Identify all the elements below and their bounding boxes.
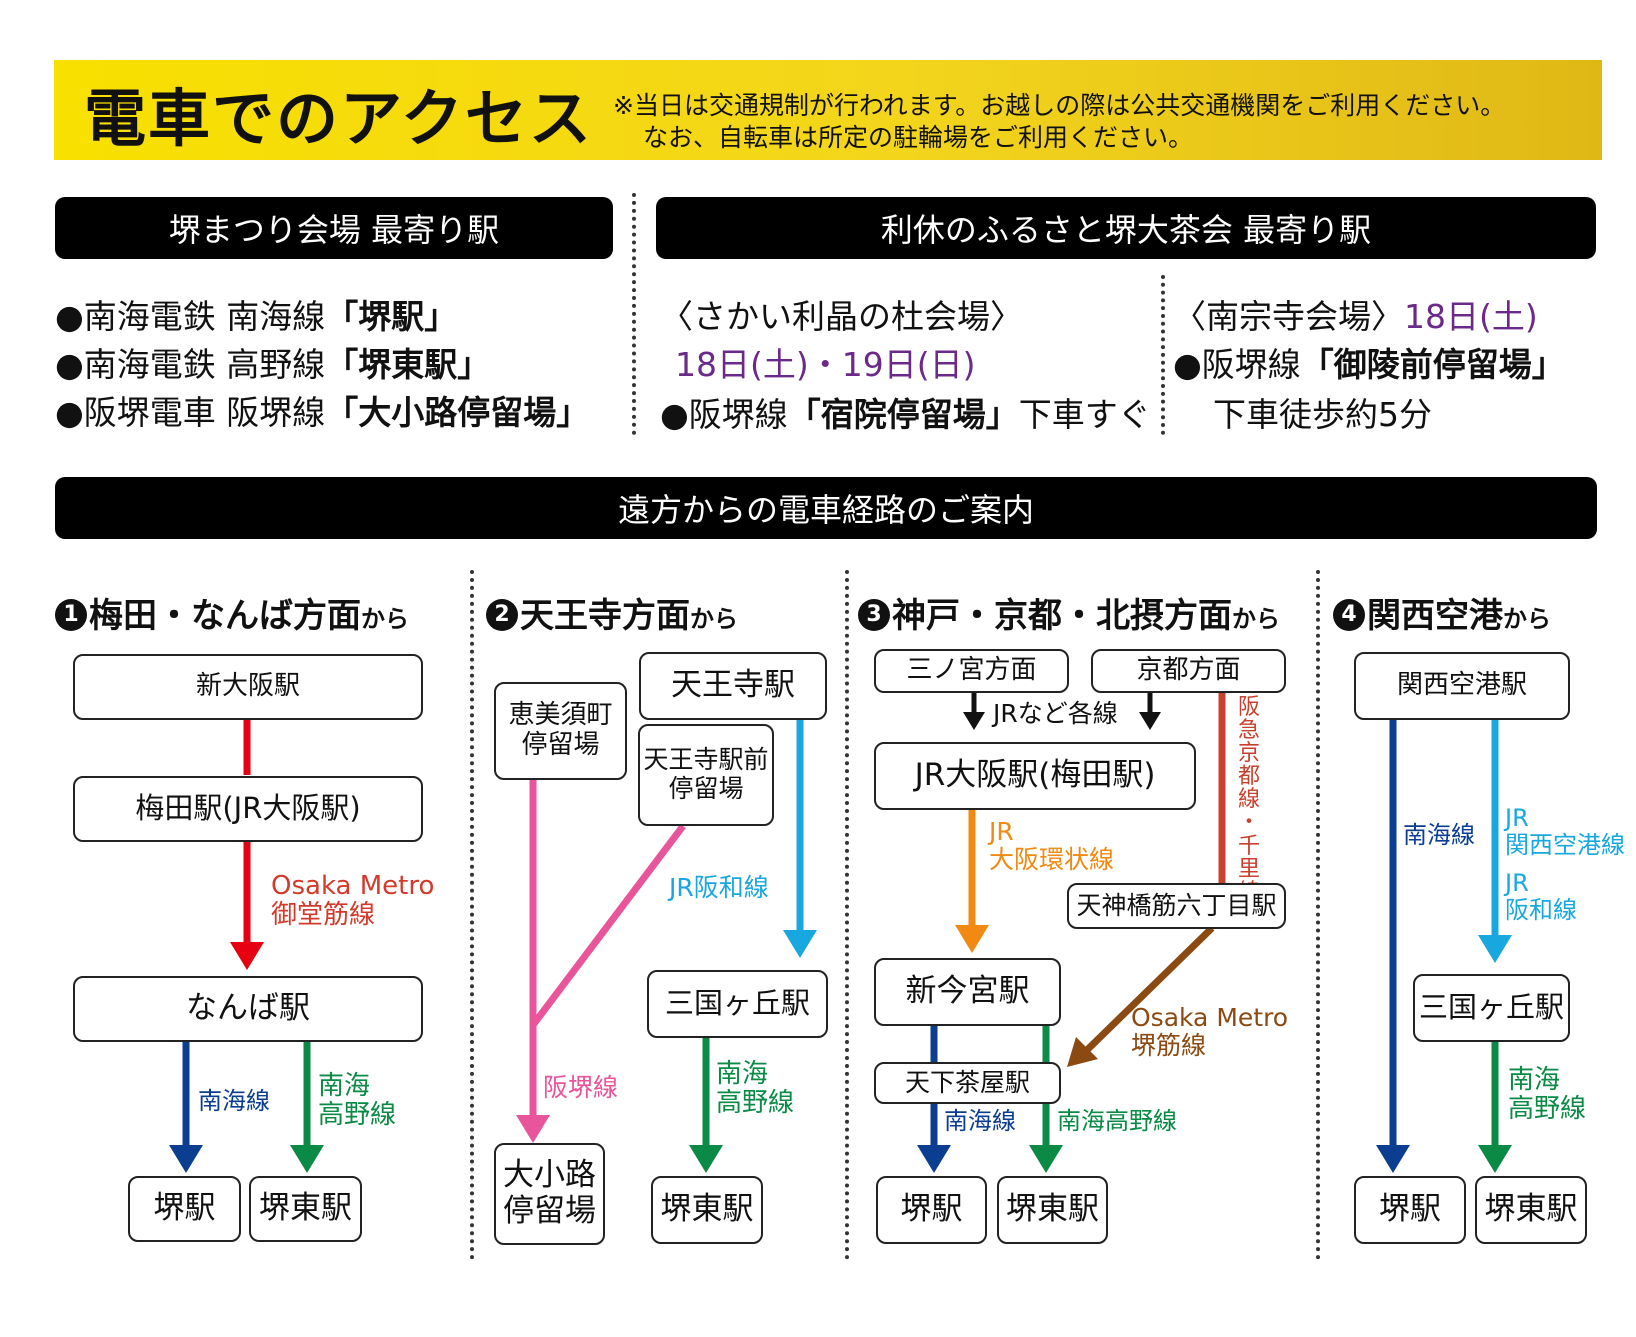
- label-koya-line: 南海高野線: [318, 1071, 397, 1131]
- direction-kyoto: 京都方面: [1091, 649, 1286, 693]
- arrow-koya-2: [689, 1145, 723, 1173]
- venue-nanshuji-access: ●阪堺線「御陵前停留場」: [1173, 345, 1565, 384]
- venue-risho-dates: 18日(土)・19日(日): [675, 345, 976, 384]
- nearest-station-item: ●南海電鉄 高野線「堺東駅」: [55, 345, 491, 384]
- label-hanwa-line: JR阪和線: [669, 873, 769, 902]
- dotted-divider: [632, 193, 636, 435]
- station-mikunigaoka: 三国ヶ丘駅: [647, 970, 828, 1038]
- arrow-hanwa-2: [783, 930, 817, 958]
- station-mikunigaoka: 三国ヶ丘駅: [1413, 974, 1570, 1042]
- arrow-hankai: [516, 1115, 550, 1143]
- line-sakaisuji: [1084, 925, 1215, 1053]
- station-shin-imamiya: 新今宮駅: [874, 958, 1061, 1026]
- station-ebisucho: 恵美須町停留場: [494, 682, 627, 780]
- label-koya-line: 南海高野線: [1057, 1107, 1177, 1135]
- dotted-divider: [470, 570, 474, 1260]
- station-sakaihigashi: 堺東駅: [997, 1176, 1108, 1244]
- arrow-nankai-1: [169, 1145, 203, 1173]
- venue-risho-access: ●阪堺線「宿院停留場」下車すぐ: [660, 395, 1151, 434]
- arrow-midosuji: [230, 942, 264, 970]
- station-sakaihigashi: 堺東駅: [1475, 1176, 1587, 1244]
- arrow-koya-4: [1478, 1145, 1512, 1173]
- arrow-jr-4: [1478, 935, 1512, 963]
- page-title: 電車でのアクセス: [84, 82, 593, 155]
- station-sakai: 堺駅: [1354, 1176, 1466, 1244]
- arrow-koya-3: [1029, 1145, 1063, 1173]
- station-umeda: 梅田駅(JR大阪駅): [73, 776, 423, 842]
- venue-risho: 〈さかい利晶の杜会場〉: [660, 297, 1023, 336]
- station-jr-osaka: JR大阪駅(梅田駅): [874, 742, 1196, 810]
- station-sakai: 堺駅: [128, 1176, 241, 1242]
- header-banner: [54, 60, 1602, 160]
- tea-ceremony-nearest-bar: 利休のふるさと堺大茶会 最寄り駅: [656, 197, 1596, 259]
- number-badge: 4: [1333, 598, 1365, 631]
- nearest-station-item: ●阪堺電車 阪堺線「大小路停留場」: [55, 393, 590, 432]
- number-badge: 2: [486, 598, 518, 631]
- nearest-station-item: ●南海電鉄 南海線「堺駅」: [55, 297, 458, 336]
- venue-nanshuji: 〈南宗寺会場〉18日(土): [1173, 297, 1538, 336]
- label-jr-lines: JRなど各線: [993, 699, 1118, 728]
- label-nankai-line: 南海線: [198, 1087, 270, 1115]
- routes-bar: 遠方からの電車経路のご案内: [55, 477, 1597, 539]
- label-nankai-line: 南海線: [944, 1107, 1016, 1135]
- station-tenjinbashi: 天神橋筋六丁目駅: [1067, 883, 1286, 929]
- arrow-jr-sannomiya: [963, 712, 985, 730]
- arrow-nankai-3: [917, 1145, 951, 1173]
- number-badge: 3: [858, 598, 890, 631]
- festival-nearest-bar: 堺まつり会場 最寄り駅: [55, 197, 613, 259]
- station-kix: 関西空港駅: [1354, 652, 1570, 720]
- label-nankai-line: 南海線: [1403, 821, 1475, 849]
- arrow-loop: [955, 925, 989, 953]
- number-badge: 1: [55, 598, 87, 631]
- dotted-divider: [1316, 570, 1320, 1260]
- station-namba: なんば駅: [73, 976, 423, 1042]
- line-hankai-b: [530, 823, 686, 1028]
- arrow-sakaisuji: [1067, 1037, 1098, 1067]
- label-hankai-line: 阪堺線: [543, 1073, 619, 1102]
- header-note-line2: なお、自転車は所定の駐輪場をご利用ください。: [643, 123, 1194, 152]
- header-note-line1: ※当日は交通規制が行われます。お越しの際は公共交通機関をご利用ください。: [613, 91, 1506, 120]
- label-koya-line: 南海高野線: [1508, 1065, 1587, 1125]
- station-tengachaya: 天下茶屋駅: [874, 1062, 1061, 1104]
- arrow-koya-1: [290, 1145, 324, 1173]
- label-koya-line: 南海高野線: [716, 1059, 795, 1119]
- direction-sannomiya: 三ノ宮方面: [874, 649, 1069, 693]
- dotted-divider: [845, 570, 849, 1260]
- station-sakai: 堺駅: [876, 1176, 987, 1244]
- station-sakaihigashi: 堺東駅: [249, 1176, 362, 1242]
- venue-nanshuji-walk: 下車徒歩約5分: [1213, 395, 1432, 434]
- station-shin-osaka: 新大阪駅: [73, 654, 423, 720]
- arrow-jr-kyoto: [1139, 712, 1161, 730]
- dotted-divider: [1161, 275, 1165, 435]
- station-oshoji: 大小路停留場: [494, 1143, 605, 1245]
- station-tennoji: 天王寺駅: [639, 652, 827, 720]
- arrow-nankai-4: [1376, 1145, 1410, 1173]
- station-tennojiekimae: 天王寺駅前停留場: [638, 724, 774, 826]
- station-sakaihigashi: 堺東駅: [651, 1176, 763, 1244]
